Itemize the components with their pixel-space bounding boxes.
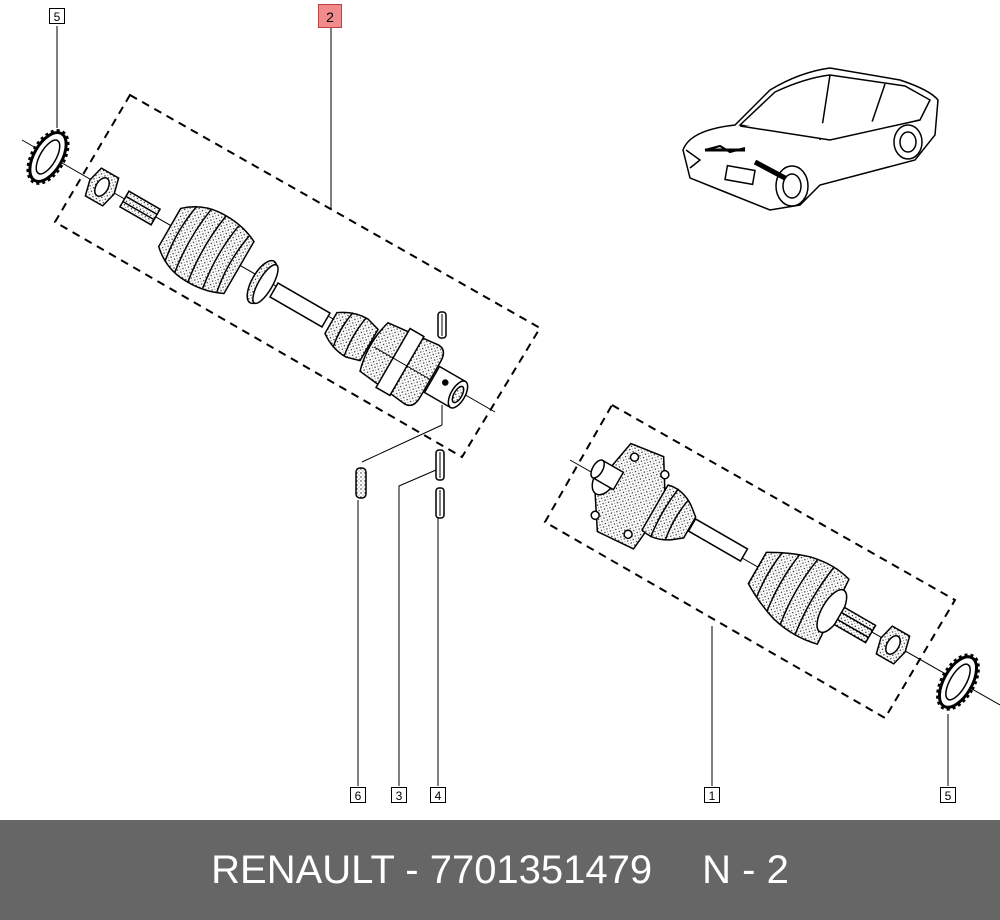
callout-5-bottom: 5 [940, 787, 956, 803]
hub-nut-bottom [875, 625, 911, 665]
driveshaft-left-assembly [21, 93, 542, 459]
callout-3: 3 [391, 787, 407, 803]
hub-nut-top [84, 167, 120, 207]
tripod-housing-top [359, 321, 445, 407]
car-illustration [682, 67, 939, 211]
driveshaft-right-assembly [543, 403, 1000, 720]
parts-diagram [21, 26, 1000, 786]
callout-1: 1 [704, 787, 720, 803]
callout-4: 4 [430, 787, 446, 803]
assembly-1-dashed-boundary [543, 403, 957, 720]
leader-lines [56, 26, 949, 786]
splined-stub-bottom [833, 606, 877, 644]
tone-ring-top [26, 129, 70, 185]
callout-2: 2 [318, 4, 342, 28]
callout-5-top: 5 [49, 8, 65, 24]
footer-page-ref: N - 2 [702, 847, 789, 892]
outer-cv-boot-bottom [747, 551, 850, 646]
loose-pins [355, 405, 445, 519]
pin-6 [355, 467, 367, 499]
inner-housing-bottom [590, 459, 625, 491]
tone-ring-bottom [936, 653, 980, 711]
assembly-2-dashed-boundary [53, 93, 542, 459]
inner-cv-boot-top [324, 311, 379, 362]
footer-part-number: RENAULT - 7701351479 [211, 847, 653, 892]
inner-cv-boot-bottom [641, 484, 697, 541]
callout-6: 6 [350, 787, 366, 803]
boot-collar-top [246, 259, 279, 305]
shaft-bottom [687, 517, 749, 563]
outer-cv-boot-top [157, 205, 255, 295]
splined-stub-top [118, 190, 162, 226]
footer-bar: RENAULT - 7701351479 N - 2 [0, 820, 1000, 920]
shaft-top [268, 282, 332, 328]
output-flange-top [423, 365, 469, 409]
roll-pin-above [437, 311, 447, 339]
